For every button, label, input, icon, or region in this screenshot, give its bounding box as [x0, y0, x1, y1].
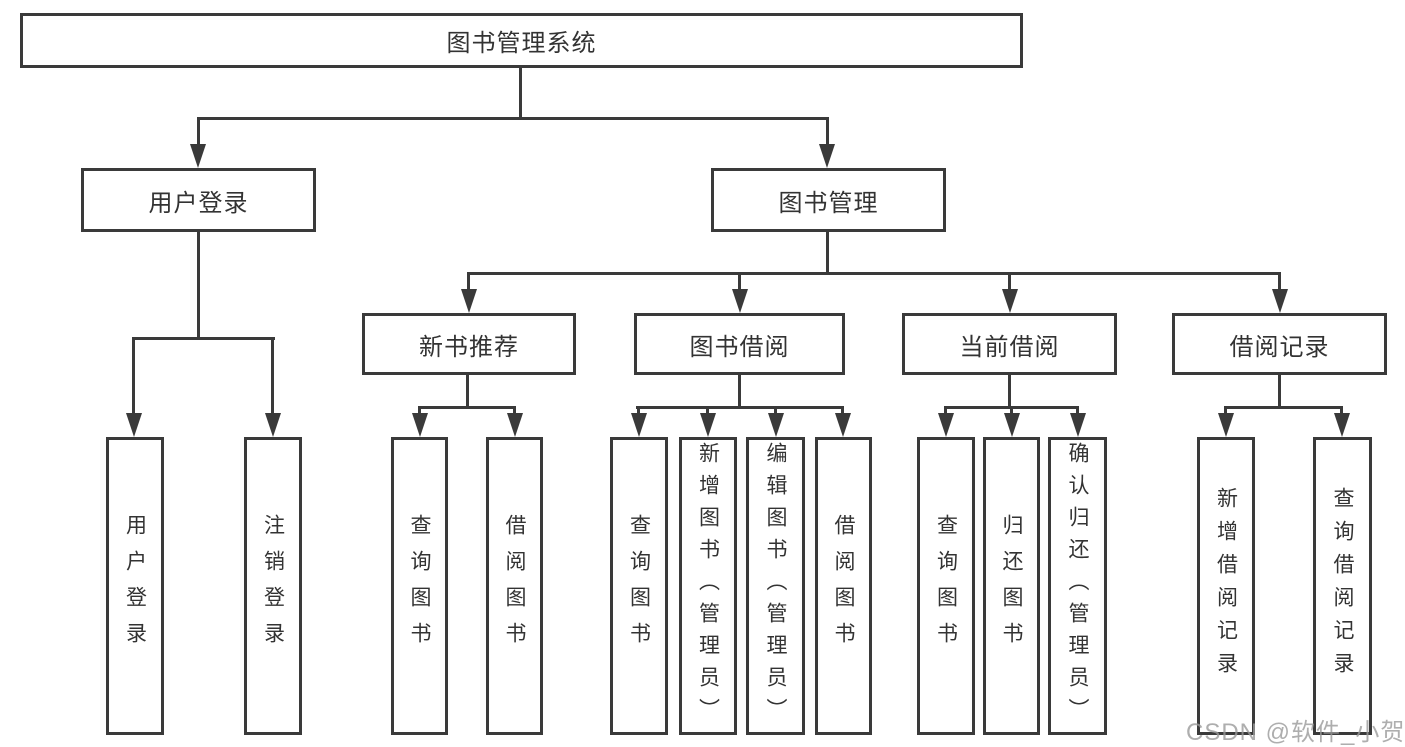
arrowhead-bb-leaf2 — [700, 413, 716, 437]
leaf-cb-confirm-return-admin-label: 确认归还（管理员） — [1066, 442, 1089, 730]
leaf-bb-borrow-books-label: 借阅图书 — [832, 514, 855, 658]
connector-book-management-stem — [826, 232, 829, 275]
node-root: 图书管理系统 — [20, 13, 1023, 68]
arrowhead-book-borrow — [732, 289, 748, 313]
connector-user-login-hbar — [132, 337, 275, 340]
connector-drop-nb-leaf2 — [513, 406, 516, 416]
leaf-cb-query-books-label: 查询图书 — [934, 514, 958, 658]
leaf-bb-add-books-admin: 新增图书（管理员） — [679, 437, 737, 735]
connector-drop-new-book — [467, 272, 470, 292]
node-book-management: 图书管理 — [711, 168, 946, 232]
connector-root-hbar — [197, 117, 829, 120]
connector-borrow-records-stem — [1278, 375, 1281, 409]
connector-drop-cb-leaf1 — [944, 406, 947, 416]
leaf-br-add-record: 新增借阅记录 — [1197, 437, 1255, 735]
leaf-bb-edit-books-admin: 编辑图书（管理员） — [746, 437, 805, 735]
connector-drop-bb-leaf2 — [706, 406, 709, 416]
connector-new-book-hbar — [418, 406, 516, 409]
leaf-bb-add-books-admin-label: 新增图书（管理员） — [696, 442, 720, 730]
leaf-nb-borrow-books-label: 借阅图书 — [503, 514, 526, 658]
connector-drop-borrow-records — [1278, 272, 1281, 292]
leaf-nb-borrow-books: 借阅图书 — [486, 437, 543, 735]
arrowhead-current-borrow — [1002, 289, 1018, 313]
connector-drop-bb-leaf4 — [841, 406, 844, 416]
leaf-bb-query-books-label: 查询图书 — [627, 514, 651, 658]
arrowhead-nb-leaf2 — [507, 413, 523, 437]
arrowhead-cb-leaf1 — [938, 413, 954, 437]
leaf-cb-return-books: 归还图书 — [983, 437, 1040, 735]
leaf-cb-confirm-return-admin: 确认归还（管理员） — [1048, 437, 1107, 735]
connector-drop-cb-leaf2 — [1010, 406, 1013, 416]
arrowhead-nb-leaf1 — [412, 413, 428, 437]
connector-new-book-stem — [466, 375, 469, 409]
leaf-logout-label: 注销登录 — [261, 514, 285, 658]
node-borrow-records: 借阅记录 — [1172, 313, 1387, 375]
connector-current-borrow-stem — [1008, 375, 1011, 409]
arrowhead-bb-leaf4 — [835, 413, 851, 437]
connector-user-login-stem — [197, 232, 200, 340]
connector-drop-ul-leaf1 — [132, 337, 135, 415]
connector-drop-user-login — [197, 117, 200, 147]
arrowhead-br-leaf2 — [1334, 413, 1350, 437]
connector-drop-br-leaf1 — [1224, 406, 1227, 416]
connector-borrow-records-hbar — [1224, 406, 1343, 409]
node-new-book-recommend: 新书推荐 — [362, 313, 576, 375]
node-borrow-records-label: 借阅记录 — [1229, 333, 1330, 361]
leaf-bb-query-books: 查询图书 — [610, 437, 668, 735]
connector-drop-current-borrow — [1008, 272, 1011, 292]
node-current-borrow-label: 当前借阅 — [959, 333, 1060, 361]
arrowhead-bb-leaf1 — [631, 413, 647, 437]
connector-book-management-hbar — [467, 272, 1281, 275]
connector-drop-br-leaf2 — [1340, 406, 1343, 416]
arrowhead-br-leaf1 — [1218, 413, 1234, 437]
leaf-br-query-record: 查询借阅记录 — [1313, 437, 1372, 735]
connector-drop-cb-leaf3 — [1076, 406, 1079, 416]
leaf-bb-edit-books-admin-label: 编辑图书（管理员） — [764, 442, 787, 730]
connector-drop-book-management — [826, 117, 829, 147]
connector-drop-ul-leaf2 — [271, 337, 274, 415]
leaf-cb-return-books-label: 归还图书 — [1000, 514, 1023, 658]
leaf-br-add-record-label: 新增借阅记录 — [1214, 487, 1238, 685]
connector-drop-book-borrow — [738, 272, 741, 292]
node-user-login: 用户登录 — [81, 168, 316, 232]
node-new-book-recommend-label: 新书推荐 — [419, 333, 519, 361]
connector-root-stem — [519, 68, 522, 120]
arrowhead-cb-leaf2 — [1004, 413, 1020, 437]
arrowhead-cb-leaf3 — [1070, 413, 1086, 437]
leaf-bb-borrow-books: 借阅图书 — [815, 437, 872, 735]
leaf-nb-query-books-label: 查询图书 — [408, 514, 431, 658]
node-book-borrow-label: 图书借阅 — [689, 333, 790, 361]
leaf-user-login: 用户登录 — [106, 437, 164, 735]
arrowhead-new-book — [461, 289, 477, 313]
node-book-borrow: 图书借阅 — [634, 313, 845, 375]
leaf-cb-query-books: 查询图书 — [917, 437, 975, 735]
node-user-login-label: 用户登录 — [148, 189, 249, 217]
connector-book-borrow-stem — [738, 375, 741, 409]
leaf-br-query-record-label: 查询借阅记录 — [1331, 487, 1354, 685]
leaf-user-login-label: 用户登录 — [123, 514, 147, 658]
arrowhead-bb-leaf3 — [768, 413, 784, 437]
arrowhead-user-login — [190, 144, 206, 168]
arrowhead-borrow-records — [1272, 289, 1288, 313]
node-book-management-label: 图书管理 — [778, 189, 879, 217]
connector-drop-nb-leaf1 — [418, 406, 421, 416]
arrowhead-book-management — [819, 144, 835, 168]
leaf-logout: 注销登录 — [244, 437, 302, 735]
connector-book-borrow-hbar — [636, 406, 844, 409]
leaf-nb-query-books: 查询图书 — [391, 437, 448, 735]
arrowhead-ul-leaf1 — [126, 413, 142, 437]
connector-drop-bb-leaf3 — [774, 406, 777, 416]
node-root-label: 图书管理系统 — [446, 30, 597, 57]
connector-drop-bb-leaf1 — [637, 406, 640, 416]
node-current-borrow: 当前借阅 — [902, 313, 1117, 375]
arrowhead-ul-leaf2 — [265, 413, 281, 437]
